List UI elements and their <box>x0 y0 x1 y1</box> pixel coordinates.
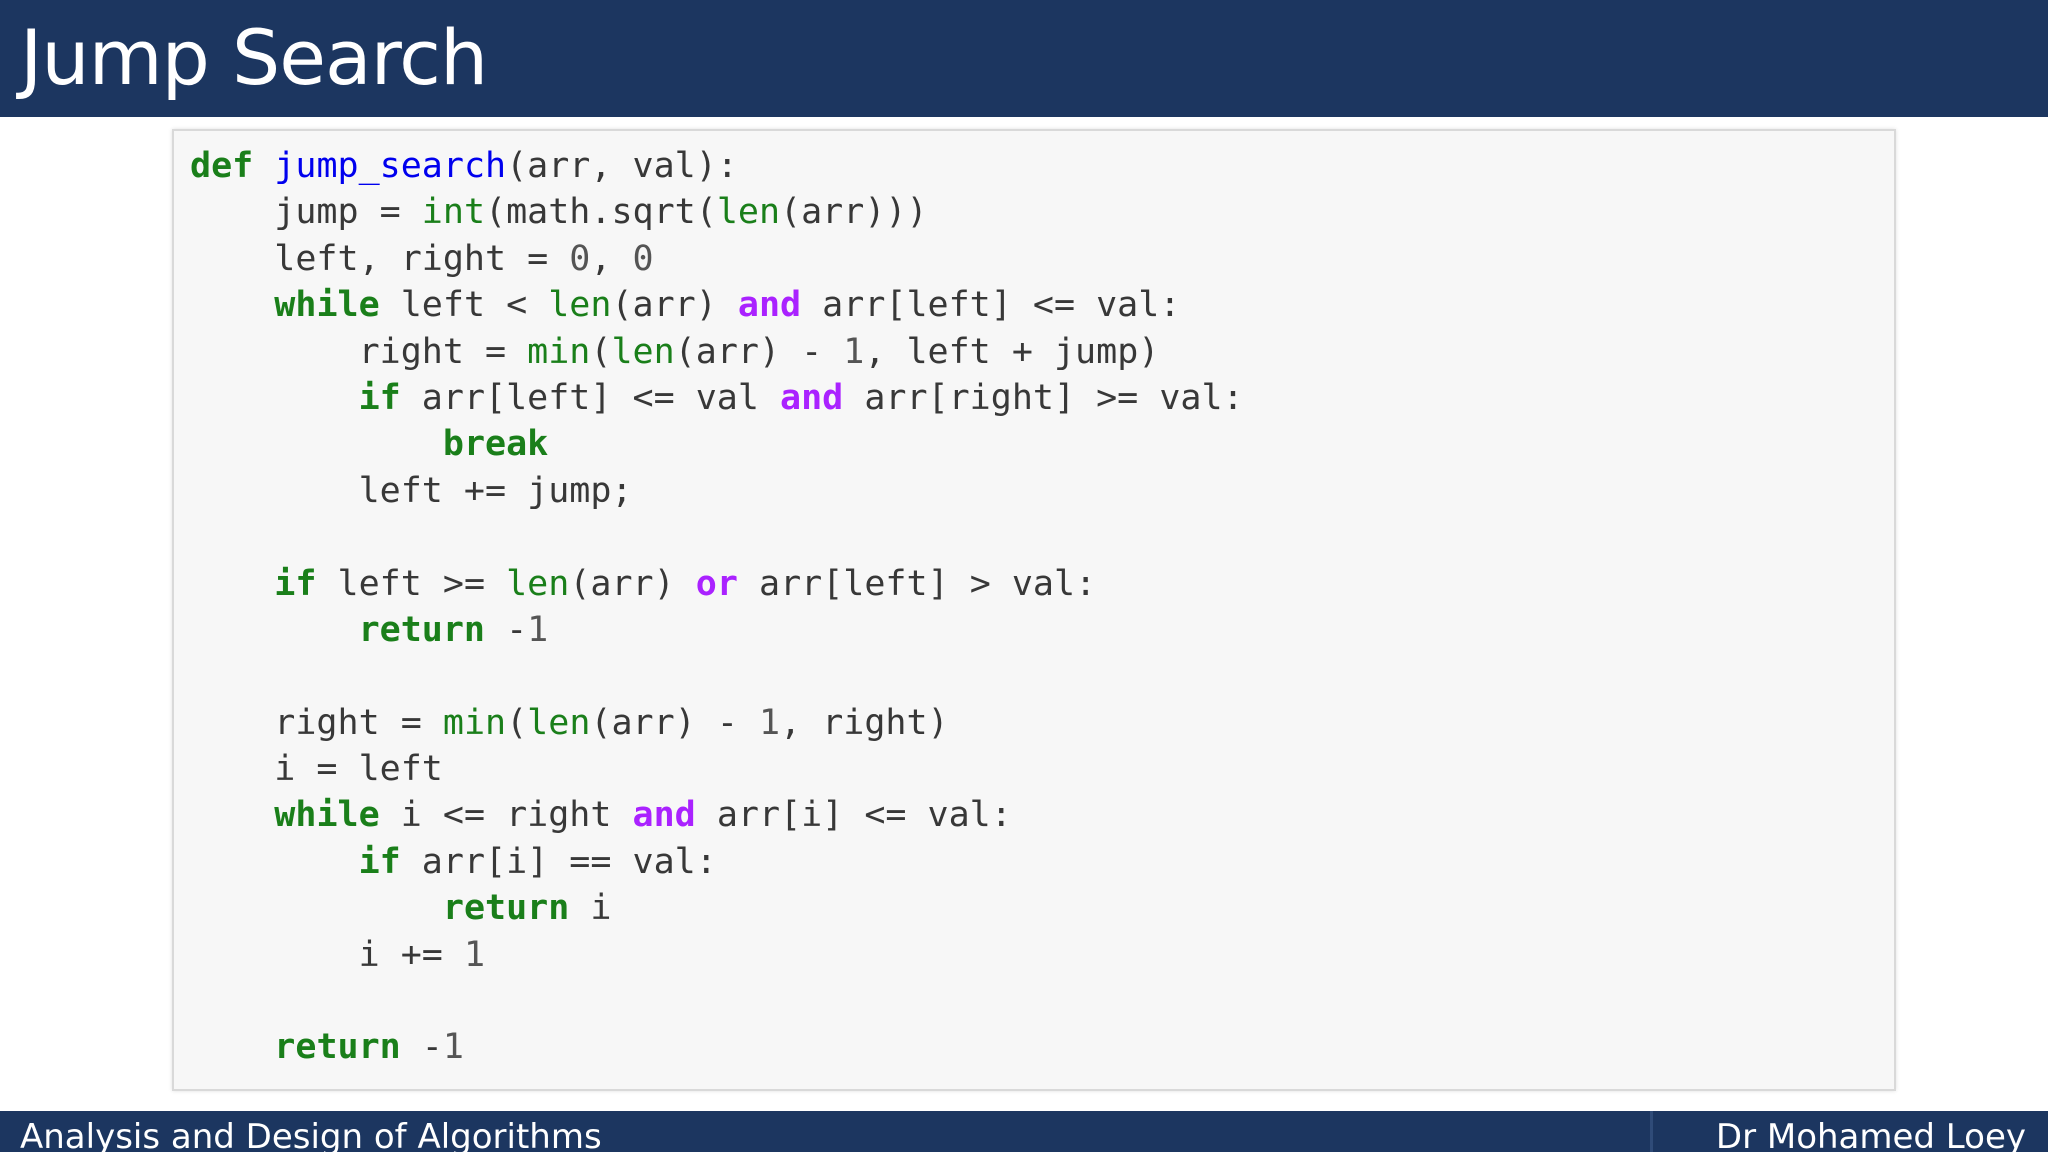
code-line: if arr[left] <= val and arr[right] >= va… <box>190 375 1244 421</box>
code-token-text: (arr) - <box>674 331 844 372</box>
code-token-text: left < <box>379 285 549 326</box>
code-token-text: left, right = <box>190 238 570 279</box>
code-token-text: right = <box>190 331 528 372</box>
code-token-text <box>190 424 443 464</box>
code-token-text: ( <box>506 702 528 743</box>
code-token-text: i <= right <box>379 795 633 836</box>
code-token-keyword: return <box>442 888 570 929</box>
code-token-number: 0 <box>632 238 654 279</box>
code-token-text: i = left <box>190 749 443 790</box>
code-token-text <box>190 378 359 418</box>
code-token-builtin: min <box>527 331 591 372</box>
code-token-operator: and <box>737 285 802 326</box>
title-bar: Jump Search <box>0 0 2048 117</box>
code-token-builtin: len <box>716 192 781 233</box>
code-line: if left >= len(arr) or arr[left] > val: <box>190 561 1244 607</box>
code-token-keyword: if <box>358 841 401 882</box>
code-token-funcname: jump_search <box>274 146 507 186</box>
code-token-operator: and <box>780 377 844 418</box>
code-line: return -1 <box>190 1024 1244 1070</box>
code-line: jump = int(math.sqrt(len(arr))) <box>190 189 1244 235</box>
code-token-text: (arr) <box>611 285 738 326</box>
code-token-text: arr[right] >= val: <box>843 377 1244 418</box>
code-line: return i <box>190 885 1244 931</box>
footer-bar: Analysis and Design of Algorithms Dr Moh… <box>0 1111 2048 1152</box>
code-token-text: arr[i] == val: <box>400 841 717 882</box>
code-token-keyword: return <box>358 609 486 650</box>
code-line: def jump_search(arr, val): <box>190 143 1244 189</box>
code-block: def jump_search(arr, val): jump = int(ma… <box>172 129 1896 1091</box>
code-token-text <box>253 146 274 186</box>
code-token-text <box>190 795 274 835</box>
code-token-keyword: def <box>190 146 254 186</box>
code-token-text: i <box>569 888 612 929</box>
code-token-text <box>190 1027 274 1067</box>
code-line <box>190 653 1244 699</box>
code-token-number: 1 <box>758 702 781 743</box>
code-token-builtin: min <box>442 702 507 743</box>
code-token-text <box>190 842 359 882</box>
code-line: i = left <box>190 746 1244 792</box>
code-line: right = min(len(arr) - 1, right) <box>190 700 1244 746</box>
code-token-text <box>190 564 274 604</box>
code-token-number: 1 <box>527 609 549 650</box>
code-token-text: arr[i] <= val: <box>695 795 1012 836</box>
code-token-builtin: len <box>506 563 570 604</box>
footer-divider <box>1650 1111 1653 1152</box>
code-token-text: arr[left] <= val: <box>801 285 1181 326</box>
code-line: right = min(len(arr) - 1, left + jump) <box>190 329 1244 375</box>
code-token-keyword: break <box>442 424 549 465</box>
code-token-builtin: int <box>421 192 486 233</box>
code-line <box>190 978 1244 1024</box>
code-token-text <box>190 285 274 325</box>
code-token-text: (arr) <box>569 563 696 604</box>
code-line: i += 1 <box>190 932 1244 978</box>
code-token-text: - <box>400 1027 443 1068</box>
code-token-text: (arr) - <box>590 702 759 743</box>
code-token-keyword: while <box>274 285 380 326</box>
code-token-keyword: if <box>358 377 401 418</box>
code-token-text: jump = <box>190 192 422 233</box>
code-token-text: arr[left] <= val <box>400 377 781 418</box>
code-token-keyword: return <box>274 1027 401 1068</box>
code-line <box>190 514 1244 560</box>
code-token-text: (arr, val): <box>506 146 738 186</box>
code-token-builtin: len <box>548 285 612 326</box>
code-token-keyword: while <box>274 795 380 836</box>
code-token-text: ( <box>590 331 612 372</box>
code-token-operator: and <box>632 795 696 836</box>
footer-author-name: Dr Mohamed Loey <box>1715 1117 2026 1152</box>
code-token-text <box>190 610 359 650</box>
code-token-text: (math.sqrt( <box>485 192 717 233</box>
code-token-keyword: if <box>274 563 317 604</box>
code-token-text <box>190 888 443 928</box>
code-token-text: arr[left] > val: <box>737 563 1097 604</box>
code-token-text: (arr))) <box>780 192 928 233</box>
footer-course-name: Analysis and Design of Algorithms <box>20 1117 602 1152</box>
code-token-number: 1 <box>442 1027 464 1068</box>
code-token-text: , right) <box>780 702 949 743</box>
code-line: left, right = 0, 0 <box>190 236 1244 282</box>
code-token-operator: or <box>695 563 738 604</box>
code-listing: def jump_search(arr, val): jump = int(ma… <box>190 143 1244 1071</box>
code-line: left += jump; <box>190 468 1244 514</box>
code-token-text: i += <box>190 934 464 975</box>
code-line: if arr[i] == val: <box>190 839 1244 885</box>
code-token-text: left >= <box>316 563 507 604</box>
code-token-builtin: len <box>527 702 591 743</box>
code-line: while left < len(arr) and arr[left] <= v… <box>190 282 1244 328</box>
code-line: break <box>190 421 1244 467</box>
code-line: while i <= right and arr[i] <= val: <box>190 792 1244 838</box>
code-token-text: left += jump; <box>190 470 633 511</box>
code-line: return -1 <box>190 607 1244 653</box>
code-token-number: 1 <box>463 934 486 975</box>
code-token-number: 1 <box>843 331 865 372</box>
code-token-text: , left + jump) <box>864 331 1160 372</box>
code-token-text: - <box>485 609 528 650</box>
code-token-text: right = <box>190 702 443 743</box>
code-token-number: 0 <box>569 238 591 279</box>
code-token-text: , <box>590 238 633 279</box>
code-token-builtin: len <box>611 331 675 372</box>
slide-title: Jump Search <box>20 13 488 102</box>
